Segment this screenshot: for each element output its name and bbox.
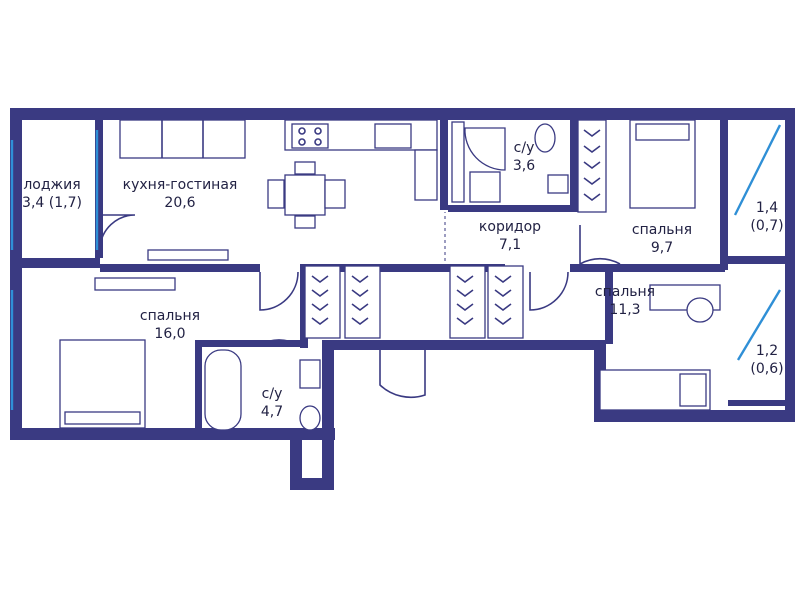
room-label-bath-1: с/у 3,6 <box>512 140 536 174</box>
bath-fixtures <box>451 121 569 203</box>
doors <box>99 214 621 455</box>
room-label-bedroom-1: спальня 9,7 <box>631 222 693 256</box>
wardrobes <box>304 119 607 339</box>
room-label-bedroom-2: спальня 16,0 <box>139 308 201 342</box>
room-label-bedroom-3: спальня 11,3 <box>594 284 656 318</box>
beds <box>59 119 721 429</box>
room-label-kitchen: кухня-гостиная 20,6 <box>122 177 238 211</box>
room-label-loggia-3: 1,2 (0,6) <box>750 343 784 377</box>
kitchen-furniture <box>94 119 438 291</box>
walls <box>10 108 795 490</box>
bath2-fixtures <box>204 349 321 431</box>
room-label-loggia-1: лоджия 3,4 (1,7) <box>22 177 82 211</box>
room-label-bath-2: с/у 4,7 <box>260 386 284 420</box>
room-label-corridor: коридор 7,1 <box>478 219 542 253</box>
windows <box>10 124 782 410</box>
room-label-loggia-2: 1,4 (0,7) <box>750 200 784 234</box>
